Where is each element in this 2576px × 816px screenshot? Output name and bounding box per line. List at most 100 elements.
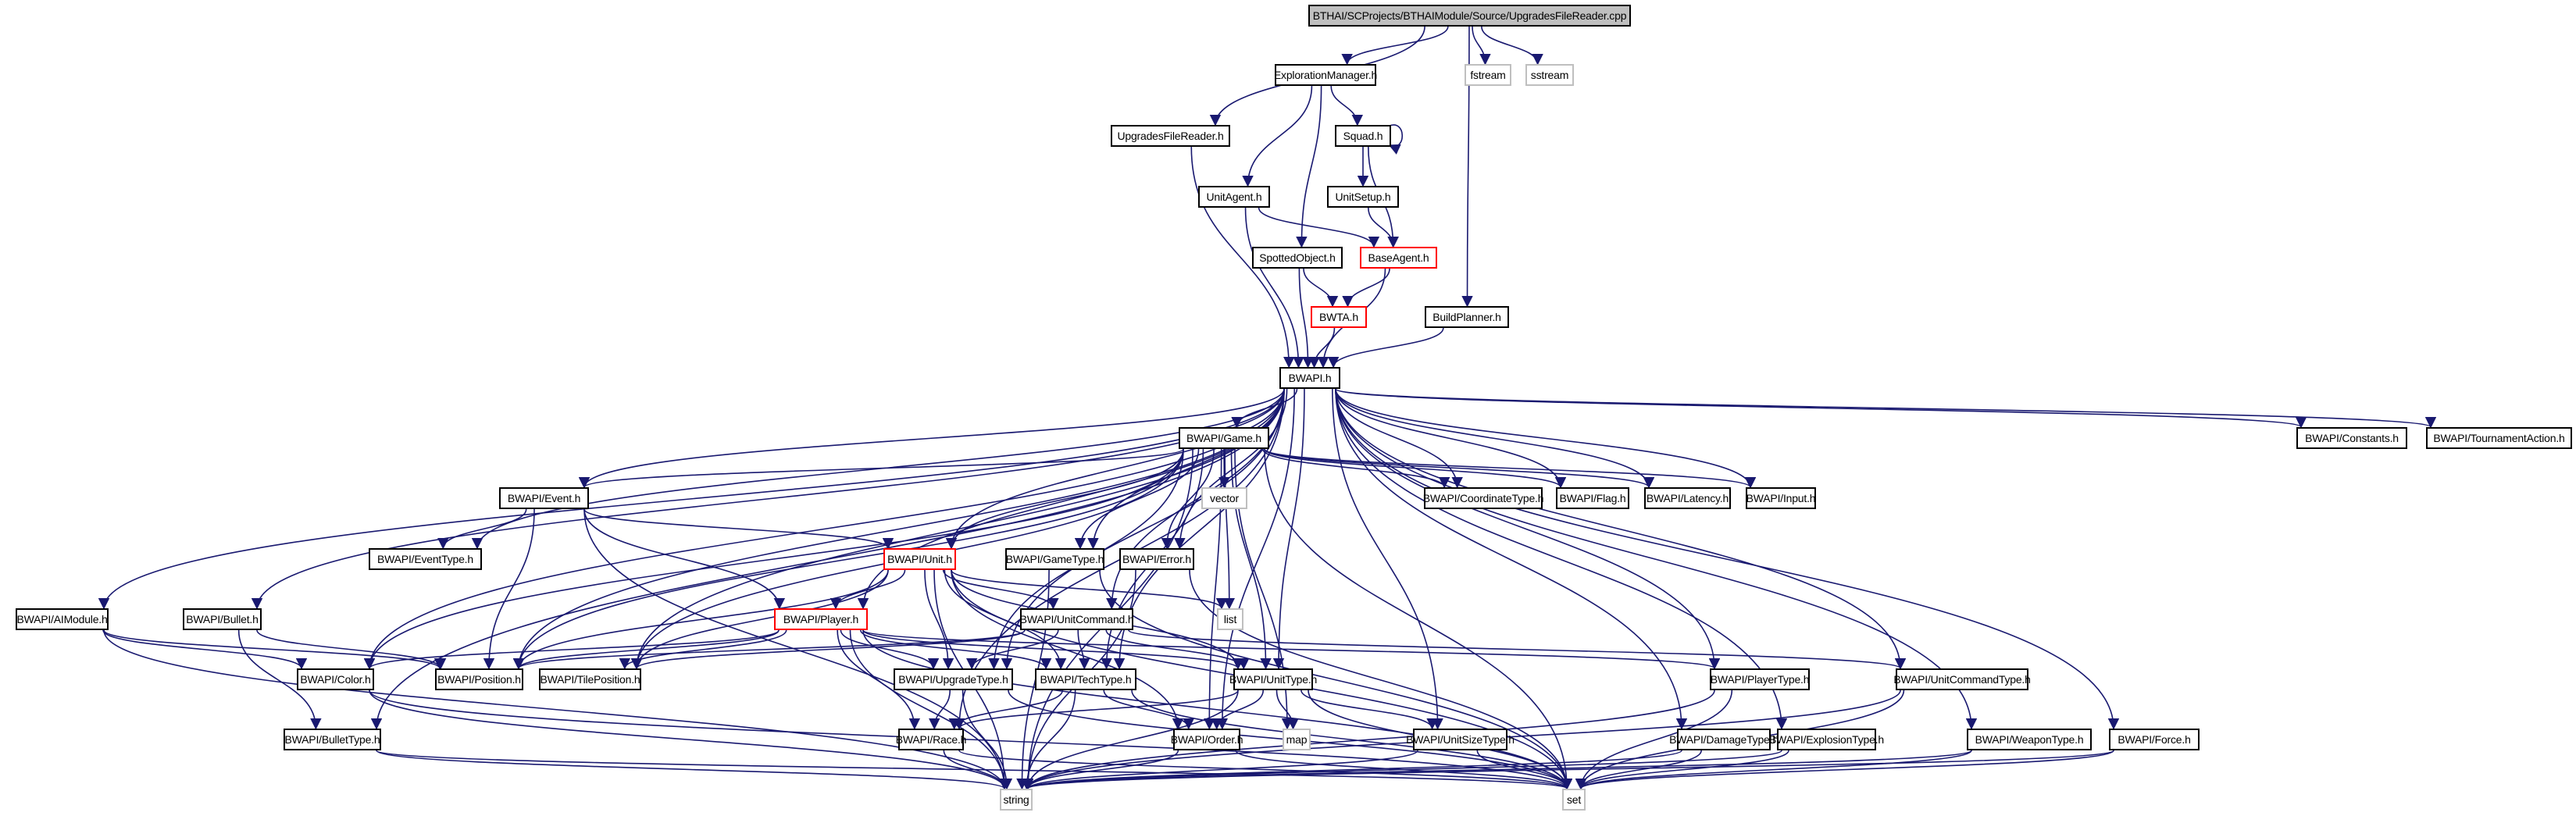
edge-bwapi-to-unit [945,388,1285,550]
edge-force-to-set [1575,750,2114,790]
edge-player-to-color [364,629,780,670]
edge-exploration_manager-to-squad [1330,85,1363,126]
node-bwapi-bullet[interactable]: BWAPI/Bullet.h [183,608,262,630]
edge-root-to-sstream [1481,26,1543,66]
edge-unit_type-to-map [1276,690,1299,730]
node-sstream[interactable]: sstream [1525,64,1574,86]
edge-game-to-unit [945,448,1184,550]
edge-spotted_object-to-bwapi [1298,268,1314,369]
edge-weapon_type-to-set [1575,750,1972,790]
node-bwapi-constants[interactable]: BWAPI/Constants.h [2296,427,2407,449]
node-bwapi-unit-type[interactable]: BWAPI/UnitType.h [1229,668,1317,690]
node-bwta[interactable]: BWTA.h [1311,306,1367,328]
node-bwapi-force[interactable]: BWAPI/Force.h [2109,729,2200,750]
edge-bwapi-to-damage_type [1335,388,1688,730]
edge-bwapi-to-ai_module [98,388,1285,610]
node-string[interactable]: string [1000,789,1033,811]
node-fstream[interactable]: fstream [1465,64,1511,86]
node-unit-setup[interactable]: UnitSetup.h [1327,186,1399,208]
node-root-file[interactable]: BTHAI/SCProjects/BTHAIModule/Source/Upgr… [1308,5,1631,27]
node-bwapi-game[interactable]: BWAPI/Game.h [1179,427,1269,449]
node-set[interactable]: set [1562,789,1586,811]
node-bwapi-tech-type[interactable]: BWAPI/TechType.h [1035,668,1136,690]
node-bwapi-coordinate-type[interactable]: BWAPI/CoordinateType.h [1423,487,1544,509]
node-bwapi-input[interactable]: BWAPI/Input.h [1746,487,1816,509]
node-bwapi-event[interactable]: BWAPI/Event.h [499,487,589,509]
node-bwapi-event-type[interactable]: BWAPI/EventType.h [369,548,482,570]
edge-game-to-flag [1264,448,1566,489]
node-bwapi-damage-type[interactable]: BWAPI/DamageType.h [1669,729,1779,750]
node-bwapi-unit[interactable]: BWAPI/Unit.h [883,548,956,570]
edge-event-to-position [483,508,535,670]
node-build-planner[interactable]: BuildPlanner.h [1425,306,1509,328]
node-bwapi-upgrade-type[interactable]: BWAPI/UpgradeType.h [894,668,1013,690]
edge-unit_type-to-order [1211,690,1265,730]
edge-unit_size_type-to-string [1022,750,1418,790]
edge-error-to-set [1189,569,1573,790]
node-bwapi-error[interactable]: BWAPI/Error.h [1119,548,1194,570]
edge-game-to-error [1161,448,1215,550]
edge-unit-to-upgrade_type [924,569,954,670]
node-spotted-object[interactable]: SpottedObject.h [1252,247,1343,269]
edge-unit_setup-to-base_agent [1368,207,1399,248]
edge-game-to-unit_type [1230,448,1272,670]
node-base-agent[interactable]: BaseAgent.h [1360,247,1437,269]
edge-unit_type-to-race [953,690,1239,730]
node-bwapi-position[interactable]: BWAPI/Position.h [435,668,523,690]
edge-bwapi-to-unit_command_type [1335,388,1907,670]
edge-base_agent-to-bwta [1342,268,1390,308]
edge-bwapi-to-unit_size_type [1332,388,1443,730]
node-bwapi-weapon-type[interactable]: BWAPI/WeaponType.h [1967,729,2092,750]
node-bwapi-order[interactable]: BWAPI/Order.h [1171,729,1243,750]
node-list[interactable]: list [1217,608,1243,630]
node-vector[interactable]: vector [1201,487,1247,509]
node-squad[interactable]: Squad.h [1335,125,1391,147]
edge-bwapi-to-unit_type [1272,388,1305,670]
node-bwapi-unit-command[interactable]: BWAPI/UnitCommand.h [1020,608,1134,630]
edge-bwapi-to-latency [1335,388,1655,489]
node-bwapi-game-type[interactable]: BWAPI/GameType.h [1005,548,1104,570]
edge-unit_agent-to-base_agent [1258,207,1380,248]
edge-event-to-event_type [437,508,527,550]
node-bwapi-unit-size-type[interactable]: BWAPI/UnitSizeType.h [1406,729,1515,750]
edge-exploration_manager-to-spotted_object [1296,85,1322,248]
node-bwapi-player-type[interactable]: BWAPI/PlayerType.h [1710,668,1810,690]
edge-unit_command-to-upgrade_type [966,629,1059,670]
node-bwapi-tournament-action[interactable]: BWAPI/TournamentAction.h [2426,427,2572,449]
edge-force-to-string [1022,750,2114,790]
edge-player-to-tile_position [619,629,787,670]
edge-ai_module-to-string [103,629,1011,790]
edge-player_type-to-string [1022,690,1715,790]
node-unit-agent[interactable]: UnitAgent.h [1198,186,1270,208]
node-map[interactable]: map [1283,729,1311,750]
edge-bwapi-to-error [1174,388,1288,550]
node-exploration-manager[interactable]: ExplorationManager.h [1274,64,1377,86]
edge-bullet-to-bullet_type [237,629,322,730]
edge-bwapi-to-order [1216,388,1295,730]
edge-bwapi-to-bullet [251,388,1285,610]
node-bwapi-flag[interactable]: BWAPI/Flag.h [1556,487,1629,509]
edge-squad-to-squad [1387,124,1404,155]
edge-unit_command-to-unit_command_type [1128,629,1906,670]
edge-tech_type-to-order [1103,690,1194,730]
edge-bullet-to-position [256,629,447,670]
node-bwapi-latency[interactable]: BWAPI/Latency.h [1644,487,1731,509]
node-bwapi-color[interactable]: BWAPI/Color.h [297,668,374,690]
node-bwapi-unit-command-type[interactable]: BWAPI/UnitCommandType.h [1893,668,2031,690]
edge-bwta-to-bwapi [1308,327,1336,369]
node-bwapi-explosion-type[interactable]: BWAPI/ExplosionType.h [1769,729,1884,750]
edge-ai_module-to-color [102,629,308,670]
node-bwapi-bullet-type[interactable]: BWAPI/BulletType.h [284,729,381,750]
node-bwapi-tile-position[interactable]: BWAPI/TilePosition.h [539,668,641,690]
edge-bwapi-to-input [1335,388,1757,489]
edge-game-to-latency [1264,448,1654,489]
edge-unit-to-order [951,569,1184,730]
node-bwapi[interactable]: BWAPI.h [1279,367,1340,389]
edge-game-to-color [363,448,1184,670]
node-bwapi-player[interactable]: BWAPI/Player.h [774,608,868,630]
node-bwapi-ai-module[interactable]: BWAPI/AIModule.h [16,608,109,630]
edge-unit_type-to-string [1022,690,1239,790]
node-bwapi-race[interactable]: BWAPI/Race.h [896,729,966,750]
edge-event-to-unit [583,508,894,550]
node-upgrades-file-reader[interactable]: UpgradesFileReader.h [1111,125,1230,147]
